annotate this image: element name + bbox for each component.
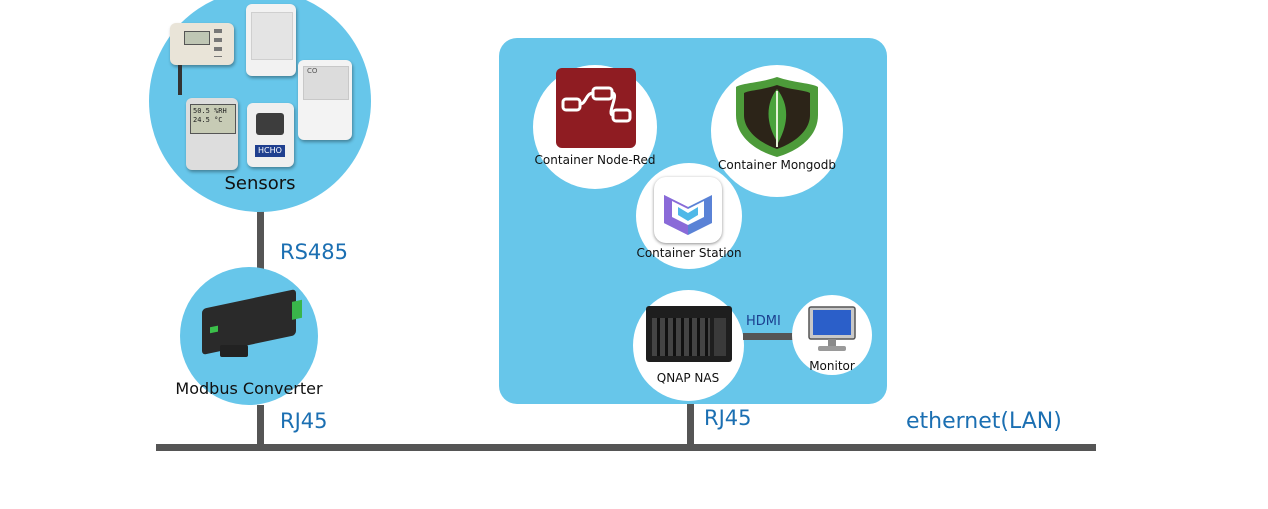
converter-bracket-icon (220, 345, 248, 357)
lcd-sensor-screen: 50.5 %RH 24.5 °C (190, 104, 236, 134)
node-red-label: Container Node-Red (534, 153, 656, 167)
lcd-line-2: 24.5 °C (193, 116, 223, 124)
nas-device-icon (646, 306, 732, 362)
rj45-left-link-line (257, 405, 264, 447)
co-sensor-face: CO (303, 66, 349, 100)
nas-bays-icon (652, 318, 710, 356)
monitor-circle: Monitor (792, 295, 872, 375)
container-station-label: Container Station (636, 246, 742, 260)
rj45-right-label: RJ45 (704, 406, 752, 430)
node-red-circle: Container Node-Red (533, 65, 657, 189)
wall-sensor-device (170, 23, 234, 95)
wall-sensor-probe-icon (178, 65, 182, 95)
rs485-link-line (257, 205, 264, 275)
wall-sensor-buttons-icon (214, 29, 222, 57)
nas-label: QNAP NAS (656, 371, 720, 385)
container-station-icon (654, 177, 722, 243)
panel-sensor-device (246, 4, 296, 76)
rj45-right-link-line (687, 400, 694, 447)
lcd-line-1: 50.5 %RH (193, 107, 227, 115)
converter-label: Modbus Converter (175, 379, 323, 398)
co-sensor-text: CO (307, 67, 318, 75)
monitor-label: Monitor (809, 359, 855, 373)
wall-sensor-screen-icon (184, 31, 210, 45)
ethernet-label: ethernet(LAN) (906, 409, 1062, 434)
mongodb-circle: Container Mongodb (711, 65, 843, 197)
converter-device-icon (202, 289, 302, 355)
hcho-sensor-device: HCHO (247, 103, 294, 167)
rj45-left-label: RJ45 (280, 409, 328, 433)
lcd-sensor-device: 50.5 %RH 24.5 °C (186, 98, 238, 170)
panel-sensor-face-icon (251, 12, 293, 60)
node-red-flow-icon (561, 86, 632, 123)
nas-status-panel-icon (714, 318, 726, 356)
hdmi-link-line (743, 333, 793, 340)
mongodb-label: Container Mongodb (718, 158, 836, 172)
sensors-circle: CO 50.5 %RH 24.5 °C HCHO Sensors (149, 0, 371, 212)
container-station-logo-icon (664, 195, 712, 235)
sensors-label: Sensors (224, 173, 296, 194)
co-sensor-device: CO (298, 60, 352, 140)
nas-circle: QNAP NAS (633, 290, 744, 401)
hcho-badge: HCHO (255, 145, 285, 157)
mongodb-leaf-icon (736, 77, 818, 157)
node-red-icon (556, 68, 636, 148)
ethernet-bus-line (156, 444, 1096, 451)
hdmi-label: HDMI (746, 314, 781, 329)
container-station-circle: Container Station (636, 163, 742, 269)
converter-circle: Modbus Converter (175, 267, 323, 405)
monitor-icon (808, 306, 856, 351)
rs485-label: RS485 (280, 240, 349, 264)
nas-panel: Container Node-Red Container Mongodb Con… (499, 38, 887, 404)
hcho-sensor-window-icon (256, 113, 284, 135)
converter-connector-icon (292, 299, 302, 320)
converter-led-icon (210, 325, 218, 334)
